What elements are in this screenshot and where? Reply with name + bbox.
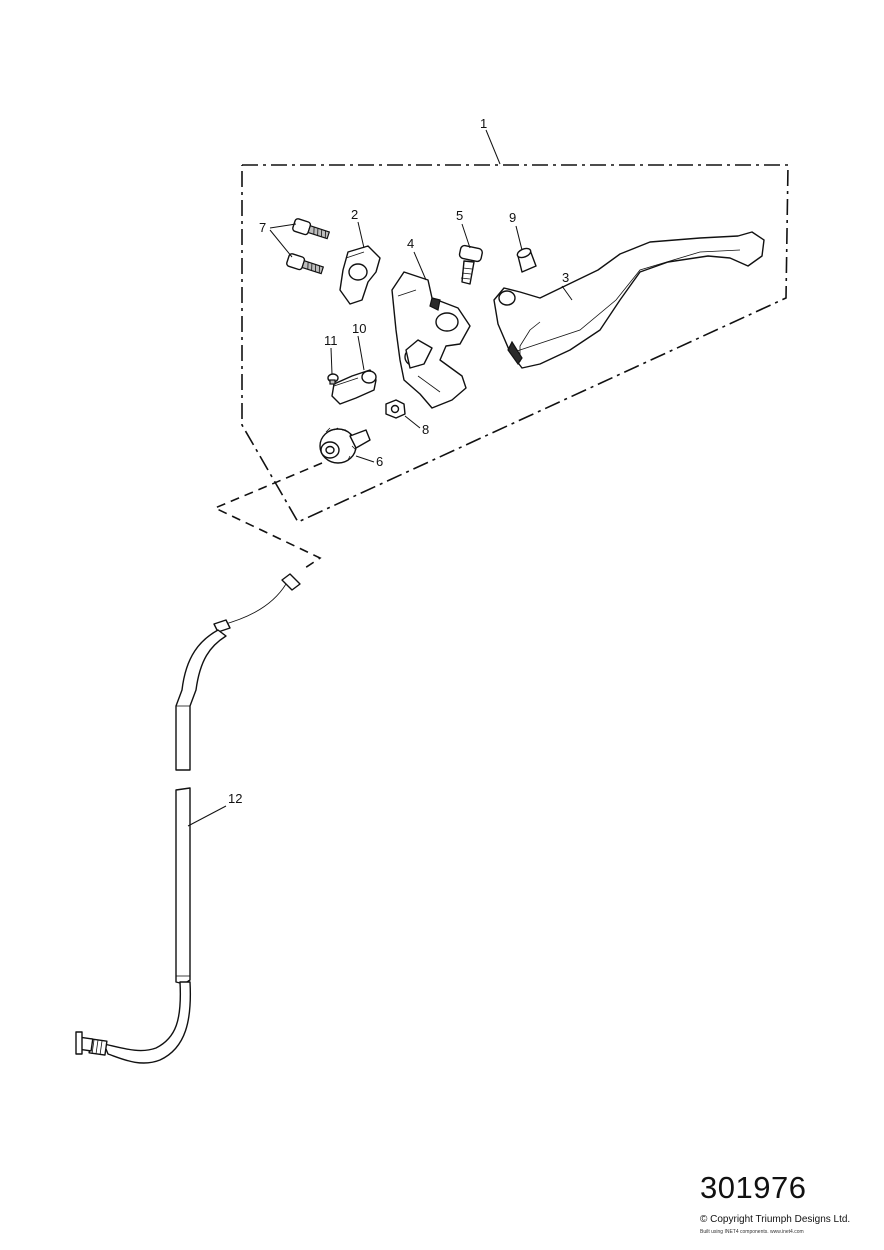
lever-bracket-part-4	[391, 271, 471, 409]
bush-part-9	[516, 247, 537, 273]
builder-credit: Built using INET4 components. www.inet4.…	[700, 1229, 804, 1235]
pivot-bolt-part-5	[458, 244, 483, 285]
clutch-cable-part-12	[75, 573, 301, 1064]
clamp-part-2	[339, 245, 381, 305]
leader-10	[357, 335, 365, 371]
callout-12: 12	[228, 791, 242, 806]
screw-part-11	[327, 373, 339, 385]
callout-7: 7	[259, 220, 266, 235]
leader-8	[404, 415, 421, 429]
copyright-notice: © Copyright Triumph Designs Ltd.	[700, 1214, 851, 1225]
callout-9: 9	[509, 210, 516, 225]
leader-1	[485, 129, 501, 165]
leader-4	[413, 251, 427, 281]
leader-5	[461, 223, 471, 249]
leader-2	[357, 221, 365, 249]
adjuster-part-6	[319, 427, 371, 464]
leader-9	[515, 225, 523, 251]
callout-2: 2	[351, 207, 358, 222]
clutch-lever-part-3	[493, 231, 765, 369]
callout-11: 11	[324, 333, 338, 348]
leader-11	[330, 347, 333, 375]
callout-4: 4	[407, 236, 414, 251]
callout-1: 1	[480, 116, 487, 131]
callout-10: 10	[352, 321, 366, 336]
leader-12	[187, 805, 227, 827]
assembly-boundary	[213, 164, 789, 569]
leader-6	[355, 455, 375, 463]
callout-6: 6	[376, 454, 383, 469]
nut-part-8	[385, 399, 406, 419]
callout-8: 8	[422, 422, 429, 437]
callout-5: 5	[456, 208, 463, 223]
cable-clip-part-10	[331, 369, 377, 405]
diagram-number: 301976	[700, 1170, 807, 1205]
callout-3: 3	[562, 270, 569, 285]
leader-7a	[269, 223, 297, 229]
screw-part-7	[286, 218, 331, 275]
leader-7b	[269, 229, 293, 258]
leader-3	[561, 285, 573, 301]
